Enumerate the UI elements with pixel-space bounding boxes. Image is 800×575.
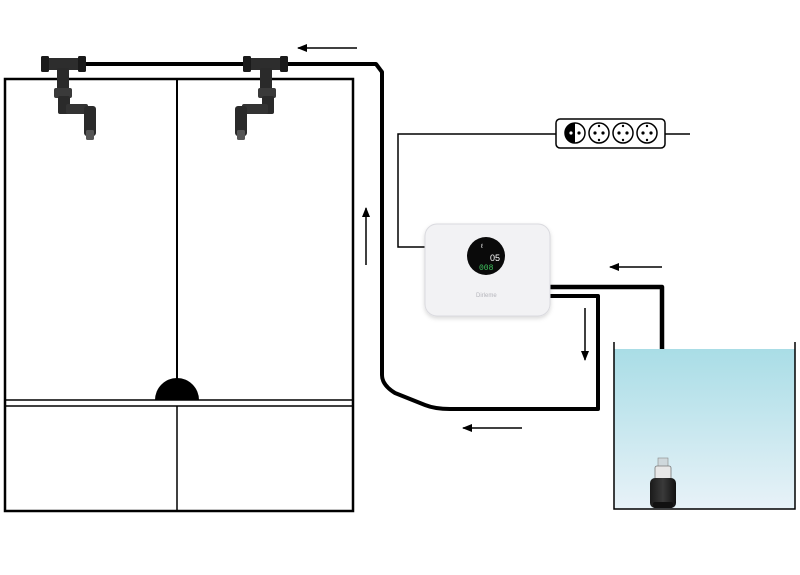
display-top-text: ℓ	[481, 243, 483, 250]
outlet-socket-icon	[612, 122, 634, 144]
power-cable	[397, 133, 690, 248]
power-strip	[555, 118, 666, 149]
controller-display	[467, 237, 505, 275]
enclosure-frame	[3, 77, 355, 513]
outlet-socket-icon	[564, 122, 586, 144]
flow-arrows	[297, 44, 662, 432]
mist-nozzle-right	[235, 56, 288, 140]
display-mid-text: 05	[490, 253, 500, 263]
controller-unit: ℓ 05 008 Dirleme	[424, 223, 551, 317]
mist-nozzle-left	[41, 56, 96, 140]
outlet-socket-icon	[588, 122, 610, 144]
controller-brand-label: Dirleme	[476, 293, 497, 299]
outlet-socket-icon	[636, 122, 658, 144]
terrarium-enclosure	[3, 77, 355, 513]
reservoir-outline	[613, 342, 796, 510]
pipe-top-run	[48, 62, 600, 411]
water-fill	[614, 349, 795, 509]
display-bottom-text: 008	[479, 264, 494, 273]
water-reservoir	[613, 342, 796, 510]
submersible-pump-icon	[650, 457, 676, 508]
divider-handle	[155, 378, 199, 400]
